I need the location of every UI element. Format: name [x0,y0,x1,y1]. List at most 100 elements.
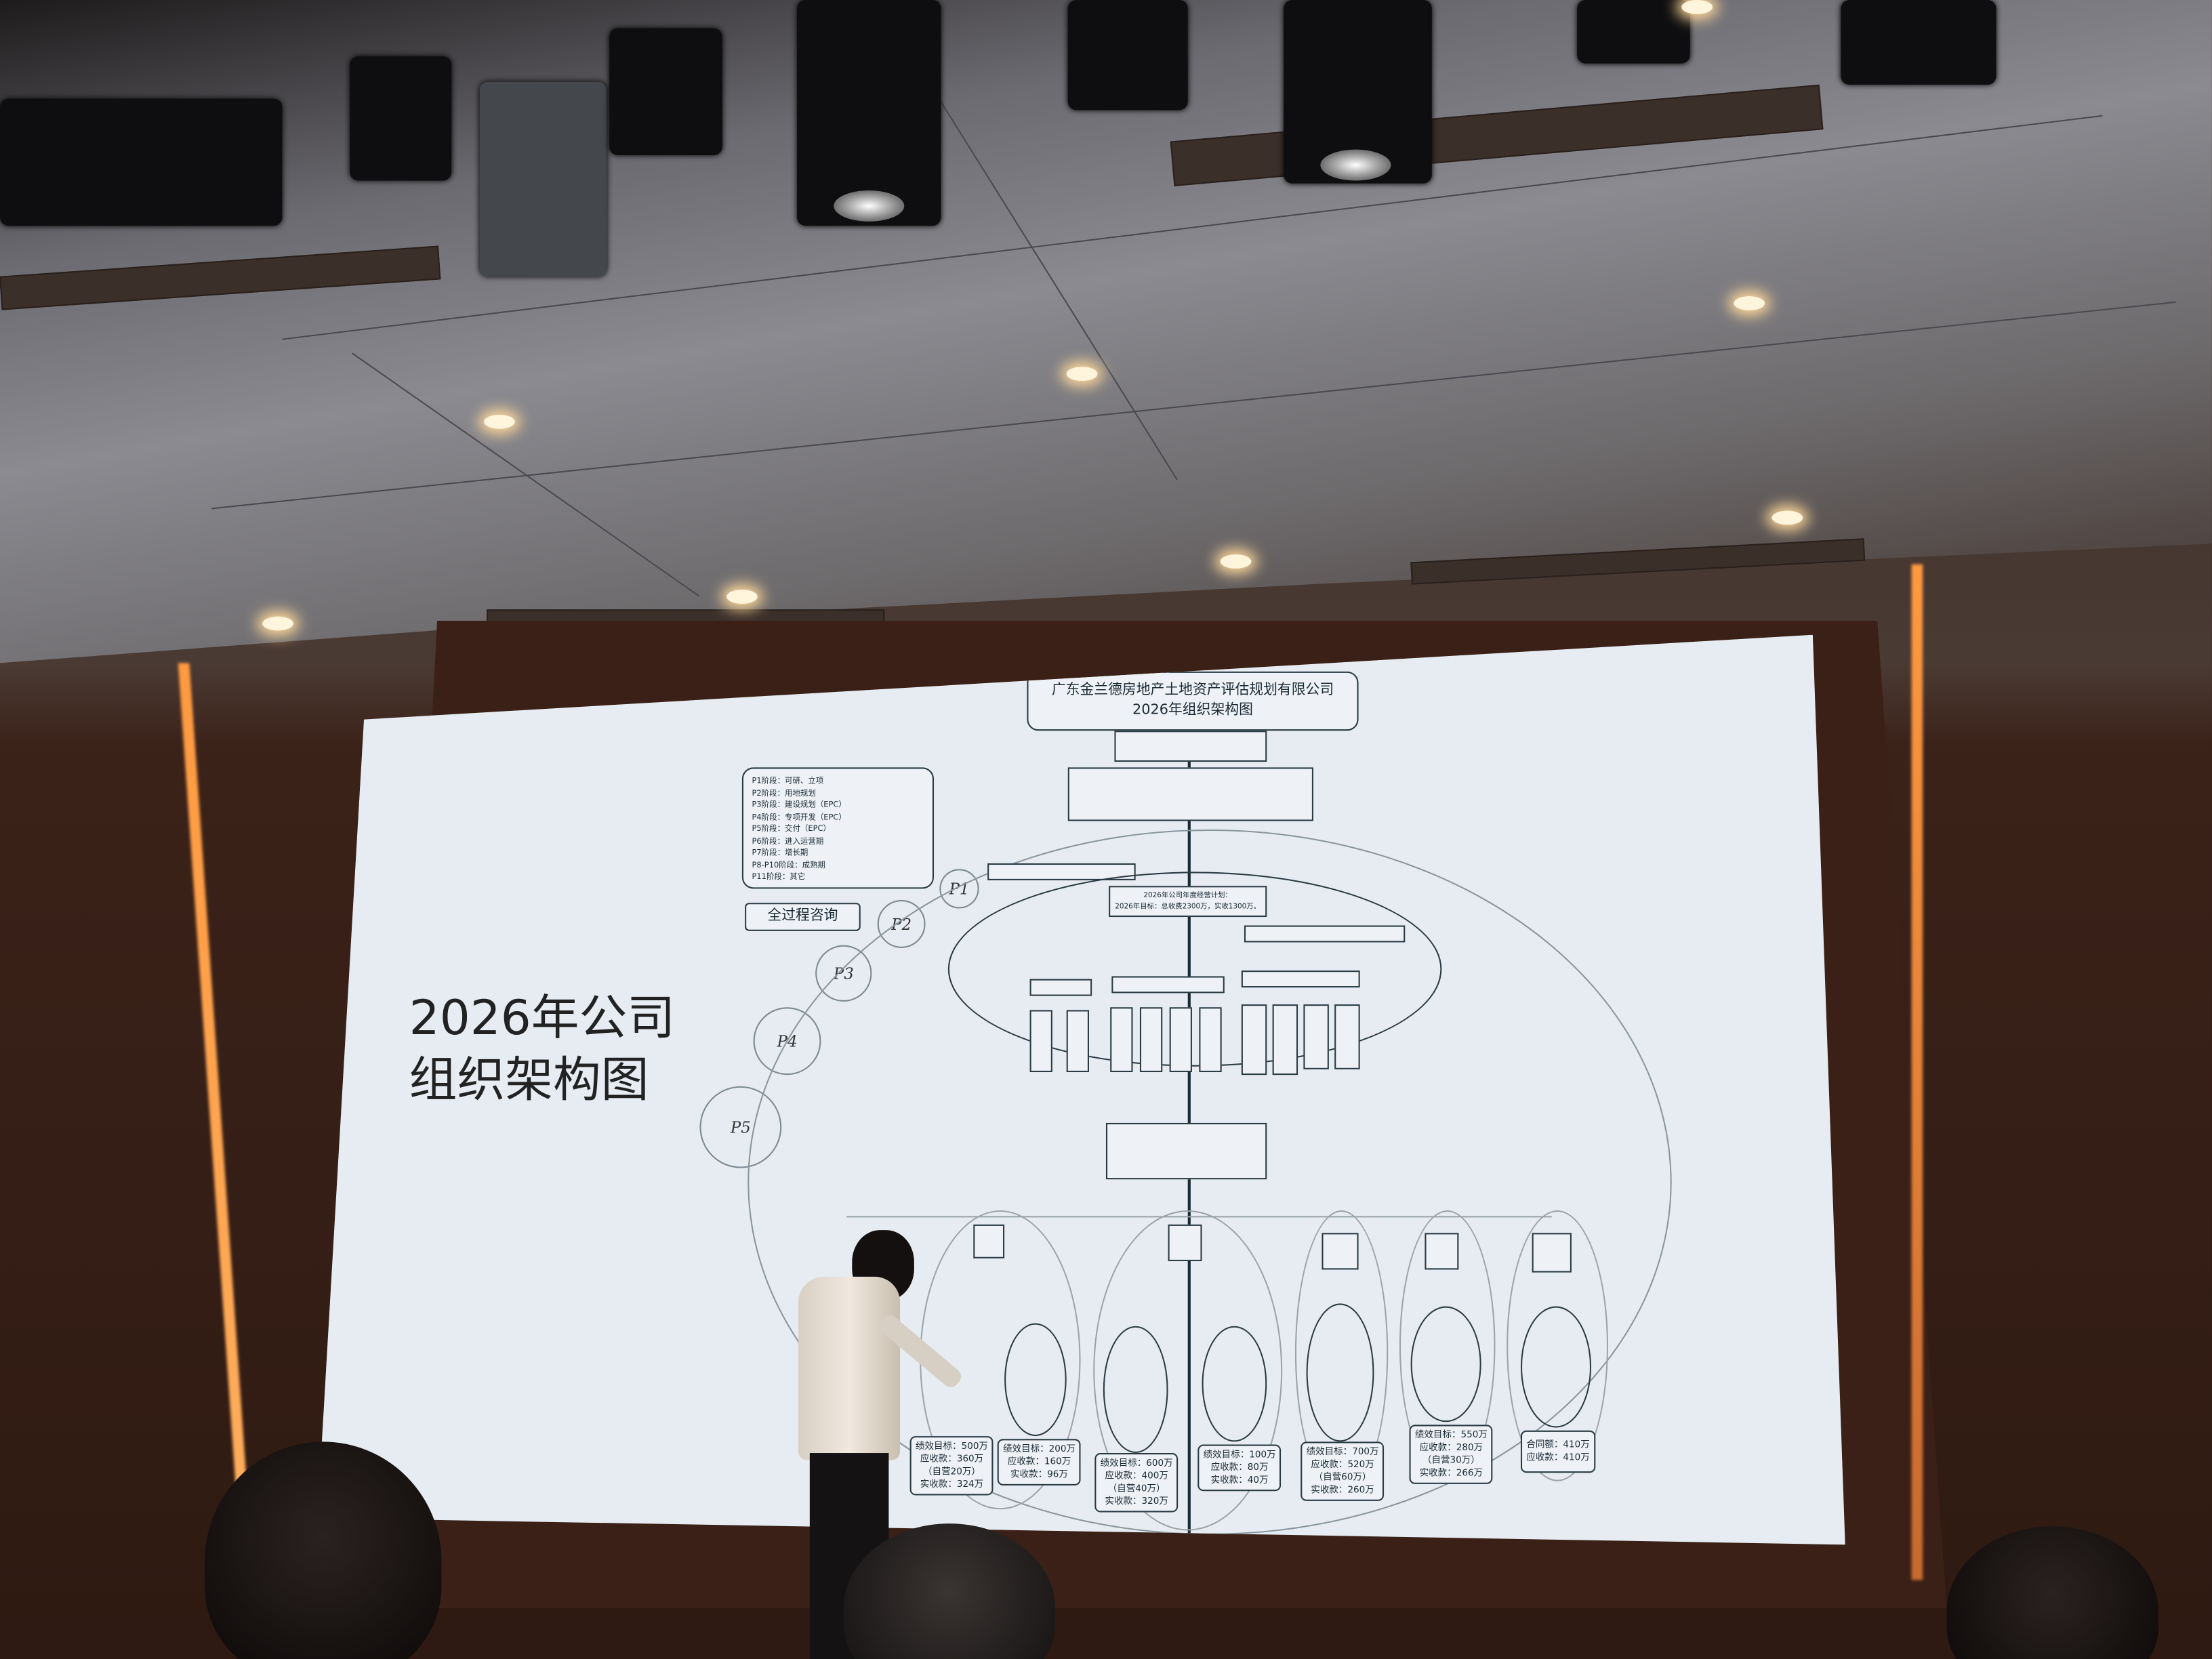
target-line: 实收款：40万 [1210,1474,1269,1486]
sub-dept-box [1334,1004,1360,1069]
sub-dept-box [1272,1004,1298,1076]
target-line: 绩效目标：500万 [915,1440,988,1452]
process-label-box: 全过程咨询 [745,903,861,931]
team-oval [1306,1303,1374,1442]
target-line: 实收款：260万 [1311,1483,1374,1496]
downlight [1066,367,1098,382]
downlight [1734,296,1765,310]
downlight [1681,0,1713,14]
stage-light [797,0,941,226]
chart-title: 2026年组织架构图 [1132,702,1253,718]
branch-ellipse [1507,1210,1609,1481]
sub-dept-box [1241,1004,1267,1076]
target-box: 合同额：410万应收款：410万 [1520,1430,1596,1473]
team-oval [1004,1323,1067,1437]
slide-heading-line1: 2026年公司 [409,990,676,1047]
process-label: 全过程咨询 [767,908,838,924]
inner-ellipse [947,872,1442,1067]
dept-box [1029,979,1092,996]
sub-dept-box [1139,1007,1163,1073]
sub-dept-box [1199,1007,1222,1073]
target-line: （自营60万） [1313,1471,1372,1483]
branch-head-box [973,1224,1005,1258]
stage-light [0,98,283,226]
target-line: 应收款：80万 [1210,1461,1269,1473]
target-line: 应收款：520万 [1311,1458,1374,1471]
company-title: 广东金兰德房地产土地资产评估规划有限公司 [1051,682,1334,699]
downlight [1771,510,1803,525]
phase-label: P5 [730,1118,751,1136]
dept-box [1111,976,1225,994]
phase-notes-box: P1阶段：可研、立项 P2阶段：用地规划 P3阶段：建设规划（EPC） P4阶段… [741,767,935,889]
downlight [483,414,515,429]
branch-head-box [1425,1233,1459,1270]
target-box: 绩效目标：700万应收款：520万（自营60万）实收款：260万 [1300,1441,1385,1501]
target-line: （自营40万） [1107,1482,1166,1494]
team-oval [1103,1326,1168,1454]
target-box: 绩效目标：100万应收款：80万实收款：40万 [1197,1444,1282,1492]
downlight [726,590,758,604]
sub-dept-box [1169,1007,1192,1073]
downlight [262,616,293,631]
target-box: 绩效目标：200万应收款：160万实收款：96万 [997,1439,1082,1486]
audience-head [1946,1526,2158,1659]
audience-head [843,1523,1056,1659]
target-line: 应收款：400万 [1105,1470,1168,1481]
company-title-box: 广东金兰德房地产土地资产评估规划有限公司 2026年组织架构图 [1027,671,1359,731]
phase-note: P5阶段：交付（EPC） [752,825,831,834]
stage-light [1067,0,1188,110]
phase-note: P1阶段：可研、立项 [752,777,824,786]
target-line: （自营30万） [1422,1454,1480,1466]
sub-dept-box [1029,1010,1052,1073]
slide-heading: 2026年公司 组织架构图 [409,987,675,1111]
phase-note: P4阶段：专项开发（EPC） [752,813,846,822]
operations-box [1244,925,1406,943]
audience-head [204,1441,442,1659]
phase-note: P3阶段：建设规划（EPC） [752,801,846,810]
target-line: 绩效目标：200万 [1003,1443,1076,1455]
target-line: 绩效目标：550万 [1414,1429,1488,1441]
management-box [1114,731,1267,762]
target-line: 应收款：360万 [920,1453,984,1465]
mission-box [1067,767,1313,821]
target-line: 应收款：280万 [1419,1441,1483,1454]
stage-light [1284,0,1432,184]
branch-head-box [1322,1233,1359,1270]
frame-light-right [1911,564,1923,1580]
target-line: 绩效目标：100万 [1203,1448,1276,1460]
phase-note: P6阶段：进入运营期 [752,837,824,846]
target-line: 实收款：320万 [1105,1495,1168,1507]
target-line: 绩效目标：600万 [1100,1457,1173,1469]
team-oval [1410,1306,1481,1422]
slide-heading-line2: 组织架构图 [409,1052,649,1109]
target-line: 应收款：410万 [1526,1451,1590,1463]
team-oval [1202,1326,1267,1442]
stage-light [1577,0,1690,64]
stage-light [479,81,607,276]
downlight [1220,554,1252,569]
target-line: 实收款：266万 [1419,1467,1483,1479]
branch-head-box [1168,1224,1202,1261]
phase-note: P11阶段：其它 [752,873,806,882]
stage-light [350,56,452,181]
target-line: 合同额：410万 [1526,1439,1590,1450]
target-line: 绩效目标：700万 [1306,1446,1379,1458]
target-box: 绩效目标：500万应收款：360万（自营20万）实收款：324万 [909,1436,994,1496]
stage-light [609,28,722,155]
target-line: 应收款：160万 [1007,1456,1071,1467]
dept-box [1241,970,1360,988]
phase-note: P2阶段：用地规划 [752,789,816,798]
phase-note: P8-P10阶段：成熟期 [752,861,825,870]
target-line: 实收款：96万 [1010,1468,1068,1480]
target-box: 绩效目标：550万应收款：280万（自营30万）实收款：266万 [1409,1425,1494,1484]
target-line: 实收款：324万 [920,1478,984,1490]
phase-note: P7阶段：增长期 [752,849,808,858]
target-box: 绩效目标：600万应收款：400万（自营40万）实收款：320万 [1094,1453,1179,1513]
sub-dept-box [1110,1007,1133,1073]
branch-head-box [1532,1233,1572,1273]
sub-dept-box [1303,1004,1329,1069]
target-line: （自营20万） [923,1465,981,1477]
team-oval [1520,1306,1592,1428]
